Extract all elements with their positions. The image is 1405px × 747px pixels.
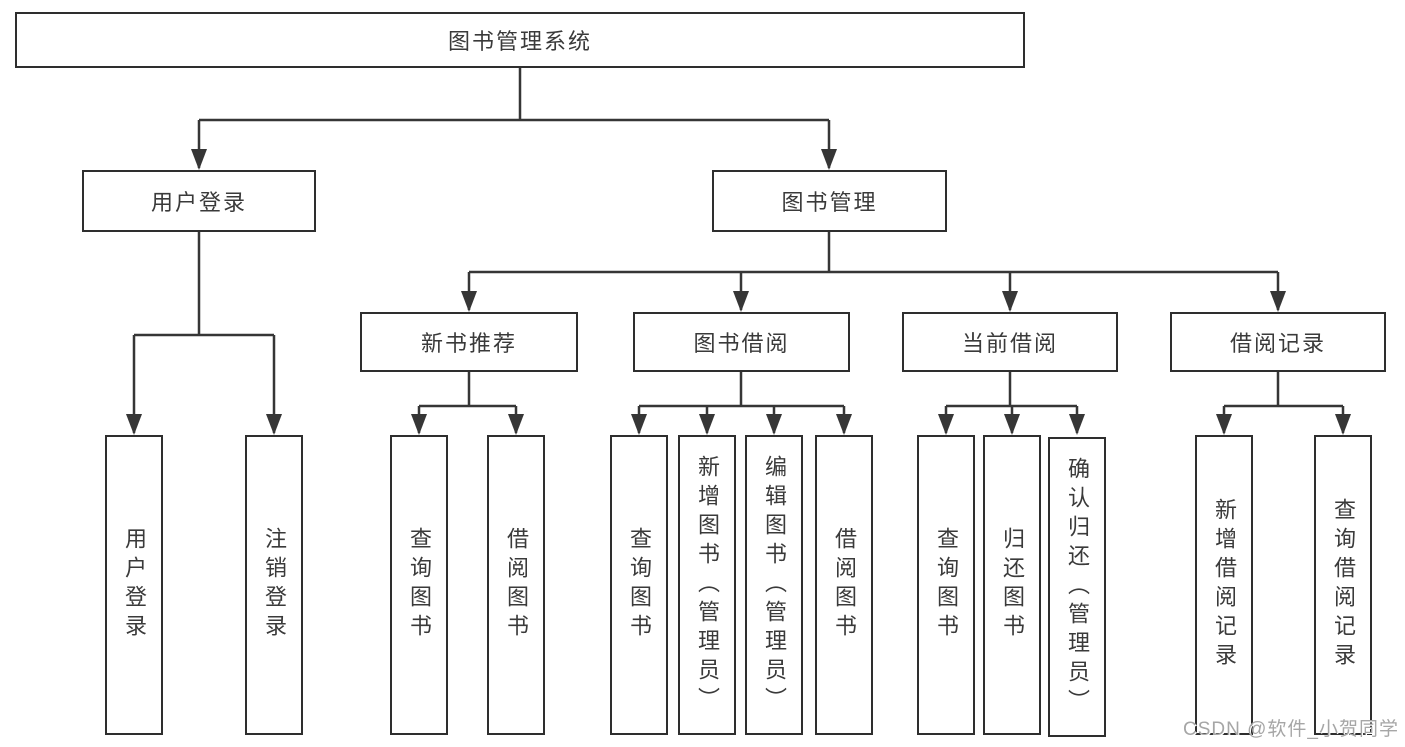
node-book-borrowing: 图书借阅 bbox=[633, 312, 850, 372]
arrow-icon bbox=[411, 414, 427, 435]
node-current-borrowing: 当前借阅 bbox=[902, 312, 1118, 372]
arrow-icon bbox=[1216, 414, 1232, 435]
leaf-recommend-borrow-books: 借阅图书 bbox=[487, 435, 545, 735]
arrow-icon bbox=[266, 414, 282, 435]
leaf-current-confirm-return-admin: 确认归还（管理员） bbox=[1048, 437, 1106, 737]
leaf-current-query-books: 查询图书 bbox=[917, 435, 975, 735]
leaf-user-login: 用户登录 bbox=[105, 435, 163, 735]
arrow-icon bbox=[1069, 414, 1085, 435]
arrow-icon bbox=[1335, 414, 1351, 435]
node-book-management: 图书管理 bbox=[712, 170, 947, 232]
arrow-icon bbox=[699, 414, 715, 435]
node-root-system: 图书管理系统 bbox=[15, 12, 1025, 68]
leaf-borrowing-edit-books-admin: 编辑图书（管理员） bbox=[745, 435, 803, 735]
arrow-icon bbox=[836, 414, 852, 435]
csdn-watermark: CSDN @软件_小贺同学 bbox=[1183, 719, 1399, 740]
arrow-icon bbox=[508, 414, 524, 435]
leaf-logout: 注销登录 bbox=[245, 435, 303, 735]
arrow-icon bbox=[733, 291, 749, 312]
arrow-icon bbox=[766, 414, 782, 435]
node-user-login: 用户登录 bbox=[82, 170, 316, 232]
leaf-borrowing-query-books: 查询图书 bbox=[610, 435, 668, 735]
arrow-icon bbox=[1270, 291, 1286, 312]
arrow-icon bbox=[1004, 414, 1020, 435]
arrow-icon bbox=[461, 291, 477, 312]
tree-edges bbox=[132, 68, 1345, 433]
leaf-borrowing-borrow-books: 借阅图书 bbox=[815, 435, 873, 735]
arrow-icon bbox=[631, 414, 647, 435]
leaf-records-add-record: 新增借阅记录 bbox=[1195, 435, 1253, 735]
node-new-book-recommend: 新书推荐 bbox=[360, 312, 578, 372]
node-borrow-records: 借阅记录 bbox=[1170, 312, 1386, 372]
leaf-recommend-query-books: 查询图书 bbox=[390, 435, 448, 735]
leaf-borrowing-add-books-admin: 新增图书（管理员） bbox=[678, 435, 736, 735]
arrow-icon bbox=[821, 149, 837, 170]
leaf-current-return-books: 归还图书 bbox=[983, 435, 1041, 735]
arrow-icon bbox=[1002, 291, 1018, 312]
arrow-icon bbox=[126, 414, 142, 435]
leaf-records-query-record: 查询借阅记录 bbox=[1314, 435, 1372, 735]
arrow-icon bbox=[938, 414, 954, 435]
arrow-icon bbox=[191, 149, 207, 170]
